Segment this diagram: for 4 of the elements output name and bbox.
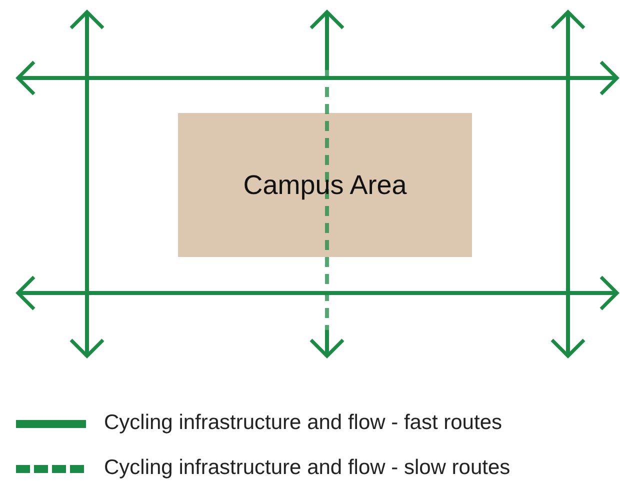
campus-area-block [178,113,472,257]
legend-label: Cycling infrastructure and flow - fast routes [104,411,502,435]
area-label: Campus Area [243,170,407,200]
legend-label: Cycling infrastructure and flow - slow routes [104,456,510,480]
